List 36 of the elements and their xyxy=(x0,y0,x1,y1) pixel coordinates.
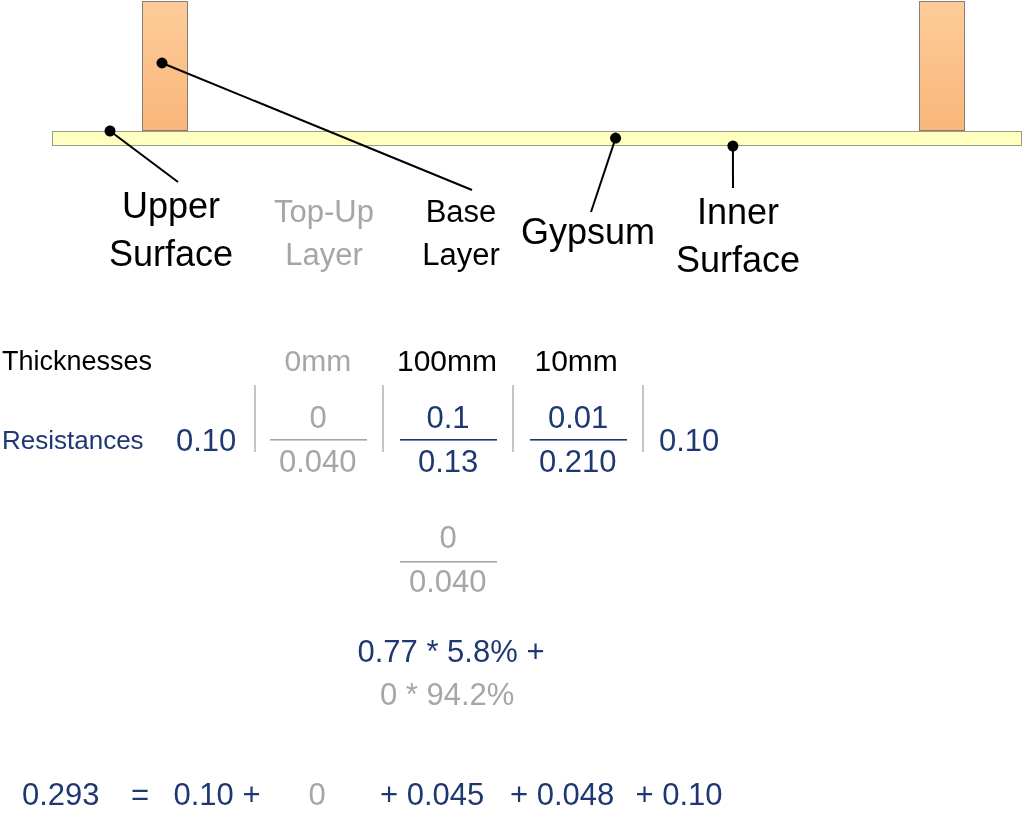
numerator: 0.1 xyxy=(426,400,470,436)
equals-sign: = xyxy=(131,777,150,813)
numerator: 0.01 xyxy=(548,400,609,436)
timber-joist xyxy=(919,1,965,131)
leader-line xyxy=(104,125,179,183)
sum-term: 0.10 + xyxy=(173,777,261,813)
resistance-value: 0.10 xyxy=(176,423,237,459)
sum-term: + 0.10 xyxy=(635,777,723,813)
resistance-value: 0.10 xyxy=(659,423,720,459)
leader-line xyxy=(590,132,622,213)
callout-label: Upper Surface xyxy=(108,182,234,278)
denominator: 0.210 xyxy=(539,444,617,480)
numerator: 0 xyxy=(439,520,457,556)
formula-text: 0 * 94.2% xyxy=(380,677,515,713)
row-heading: Resistances xyxy=(2,426,144,456)
denominator: 0.040 xyxy=(409,564,487,600)
formula-text: 0.77 * 5.8% + xyxy=(357,634,545,670)
sum-term: + 0.048 xyxy=(510,777,615,813)
thickness-value: 0mm xyxy=(284,343,352,378)
leader-line xyxy=(727,140,739,189)
timber-joist xyxy=(142,1,188,131)
sum-term: 0 xyxy=(308,777,326,813)
row-heading: Thicknesses xyxy=(2,345,153,377)
denominator: 0.13 xyxy=(418,444,479,480)
callout-label: Inner Surface xyxy=(675,188,801,284)
callout-label: Gypsum xyxy=(520,212,656,252)
thickness-value: 10mm xyxy=(534,343,618,378)
thickness-value: 100mm xyxy=(397,343,498,378)
layer-label: Top-Up Layer xyxy=(273,193,375,274)
sum-term: + 0.045 xyxy=(380,777,485,813)
denominator: 0.040 xyxy=(279,444,357,480)
gypsum-board xyxy=(52,131,1022,146)
leader-line xyxy=(156,57,473,191)
callout-label: Base Layer xyxy=(421,190,501,276)
total-value: 0.293 xyxy=(22,777,100,813)
numerator: 0 xyxy=(309,400,327,436)
